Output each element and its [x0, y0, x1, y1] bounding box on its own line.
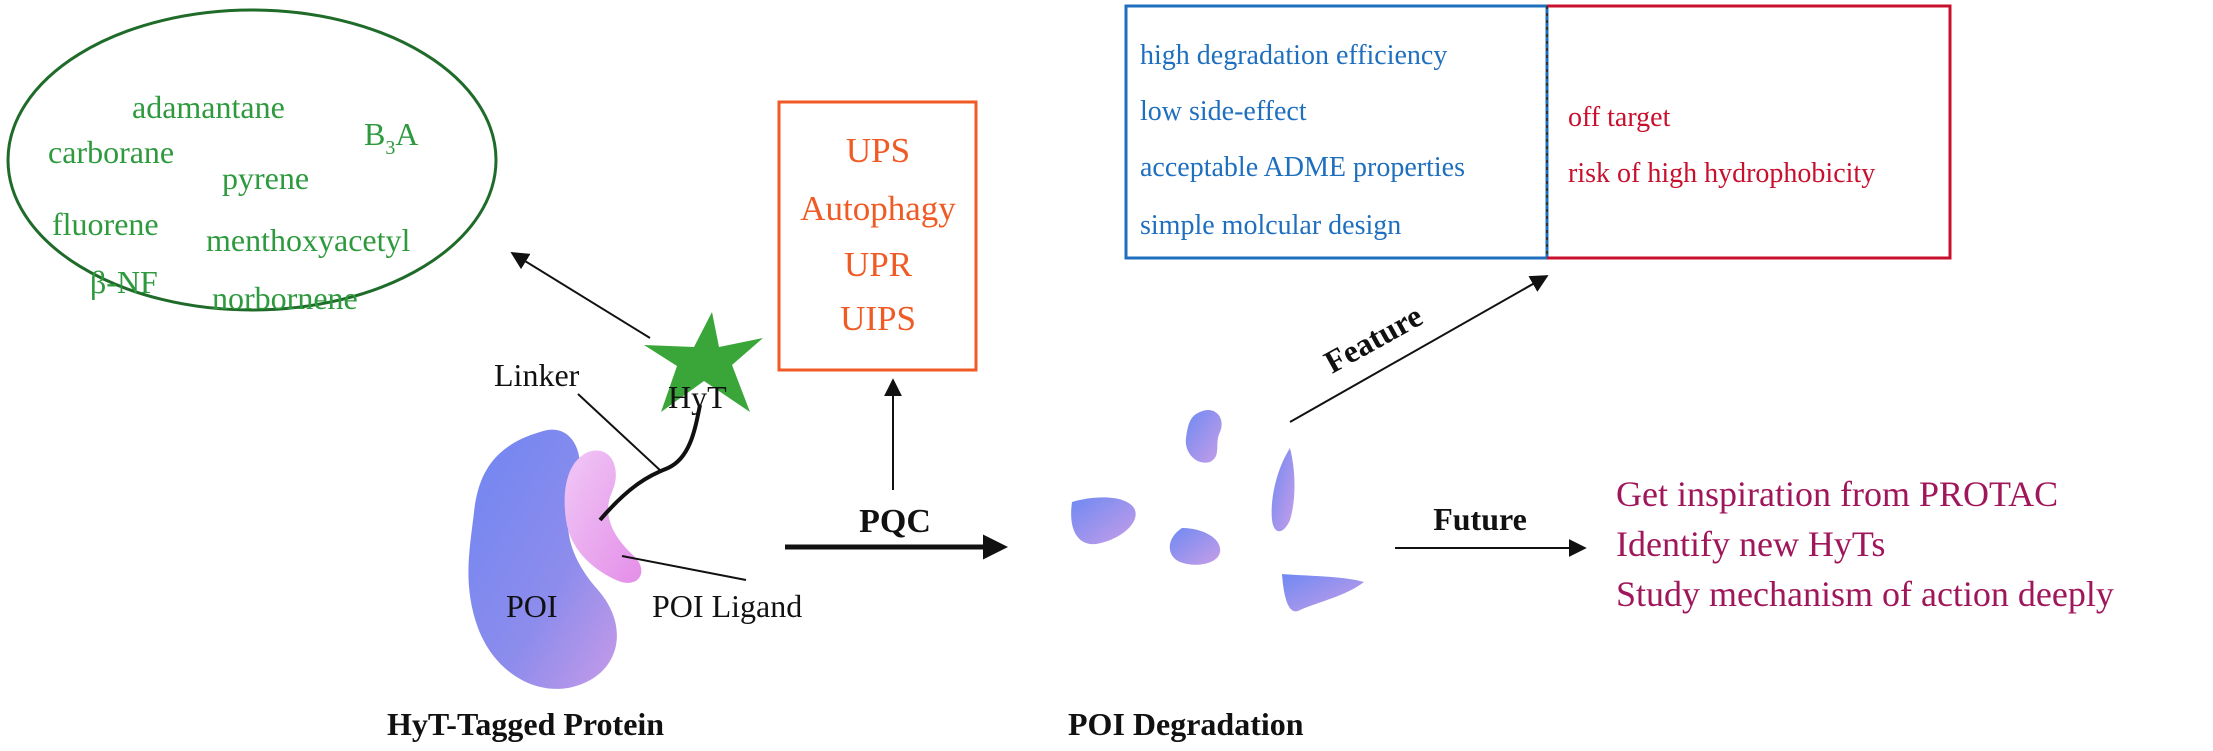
hyt-tagged-protein-label: HyT-Tagged Protein — [387, 706, 664, 742]
poi-degradation-label: POI Degradation — [1068, 706, 1304, 742]
feature-con-1: off target — [1568, 102, 1671, 133]
poi-label: POI — [506, 588, 558, 624]
feature-pro-4: simple molcular design — [1140, 210, 1401, 241]
feature-label: Feature — [1318, 297, 1428, 380]
poi-fragment — [1282, 574, 1364, 612]
pqc-pathway-uips: UIPS — [840, 299, 916, 338]
future-item-2: Identify new HyTs — [1616, 524, 1885, 564]
hyt-example-adamantane: adamantane — [132, 89, 285, 125]
hyt-example-beta-nf: β-NF — [90, 264, 158, 300]
linker-label: Linker — [494, 357, 580, 393]
future-label: Future — [1433, 501, 1527, 537]
hyt-example-menthoxyacetyl: menthoxyacetyl — [206, 222, 410, 258]
feature-con-2: risk of high hydrophobicity — [1568, 158, 1875, 189]
feature-arrow — [1289, 275, 1549, 423]
hyt-example-norbornene: norbornene — [212, 280, 358, 316]
hyt-example-b3a: B3A — [364, 116, 418, 159]
pqc-pathways-box — [777, 100, 978, 372]
poi-fragment — [1185, 410, 1222, 463]
pqc-pathway-ups: UPS — [846, 131, 910, 170]
feature-pro-1: high degradation efficiency — [1140, 40, 1447, 71]
pqc-pathway-autophagy: Autophagy — [800, 189, 956, 228]
b3a-subscript: 3 — [385, 137, 395, 159]
feature-pro-2: low side-effect — [1140, 96, 1307, 127]
poi-protein-shape — [468, 429, 617, 689]
feature-pro-3: acceptable ADME properties — [1140, 152, 1465, 183]
poi-fragment — [1271, 448, 1295, 532]
pqc-label: PQC — [859, 503, 931, 540]
poi-ligand-label: POI Ligand — [652, 588, 802, 624]
hyt-examples-ellipse — [6, 8, 498, 312]
future-item-3: Study mechanism of action deeply — [1616, 574, 2114, 614]
linker-line — [598, 404, 702, 522]
poi-ligand-leader-line — [621, 555, 747, 581]
hyt-example-fluorene: fluorene — [52, 206, 159, 242]
poi-fragment — [1071, 497, 1136, 545]
hyt-star — [644, 312, 763, 412]
hyt-example-pyrene: pyrene — [222, 160, 309, 196]
future-item-1: Get inspiration from PROTAC — [1616, 474, 2058, 514]
pqc-pathway-upr: UPR — [844, 245, 913, 284]
hyt-label: HyT — [668, 379, 727, 415]
hyt-example-carborane: carborane — [48, 134, 174, 170]
linker-leader-line — [577, 393, 663, 473]
poi-fragment — [1169, 528, 1221, 565]
features-box-cons — [1547, 4, 1952, 260]
b3a-base: B — [364, 116, 385, 152]
hyt-to-examples-arrow — [510, 252, 651, 339]
b3a-tail: A — [395, 116, 418, 152]
